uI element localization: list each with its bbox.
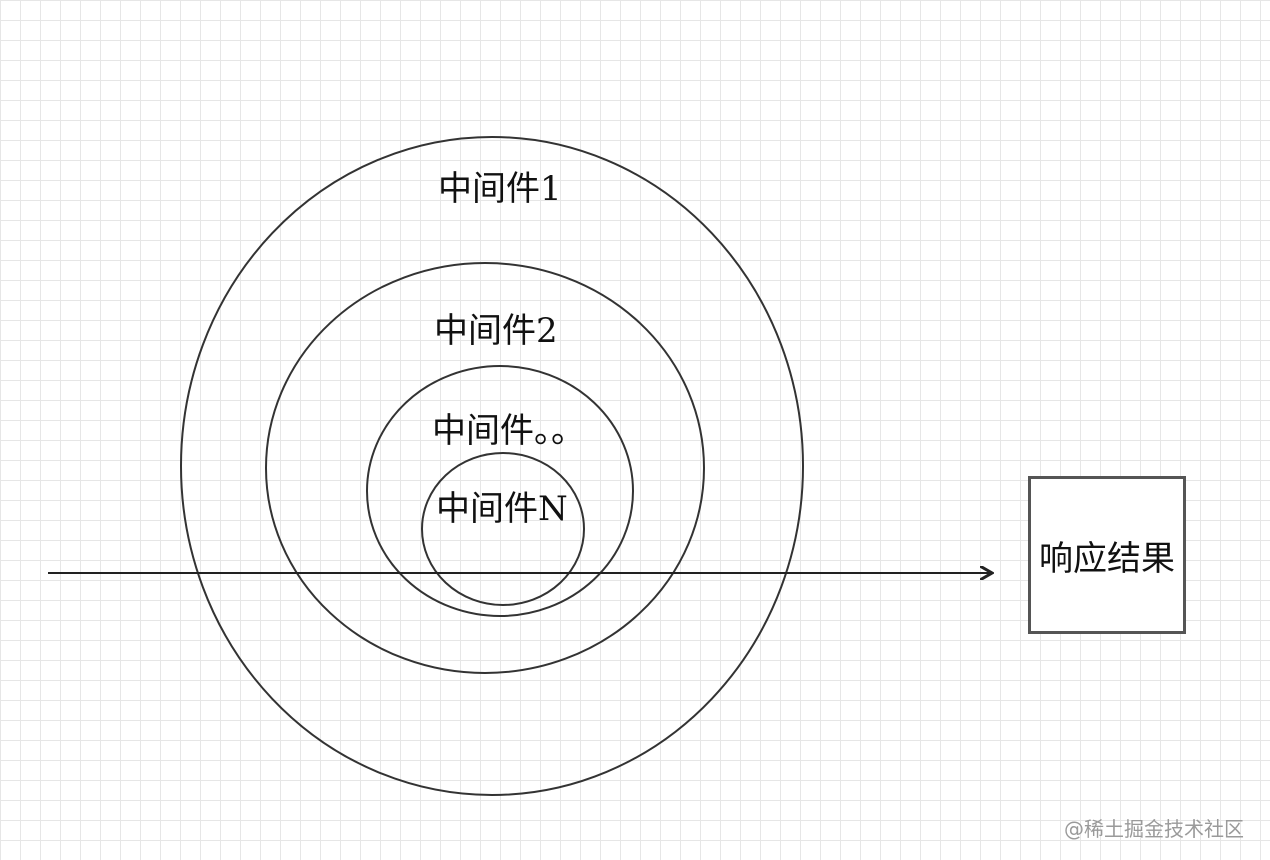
middleware-n-ring	[421, 452, 585, 606]
response-result-box: 响应结果	[1028, 476, 1186, 634]
watermark: @稀土掘金技术社区	[1064, 817, 1244, 841]
middleware-ellipsis-label: 中间件。。	[432, 411, 585, 451]
middleware-1-label: 中间件1	[438, 169, 562, 209]
middleware-n-label: 中间件N	[436, 489, 568, 529]
middleware-2-ring	[265, 262, 705, 674]
response-result-label: 响应结果	[1039, 538, 1175, 579]
middleware-ellipsis-ring	[366, 365, 634, 617]
middleware-2-label: 中间件2	[434, 311, 558, 351]
middleware-1-ring	[180, 136, 804, 796]
